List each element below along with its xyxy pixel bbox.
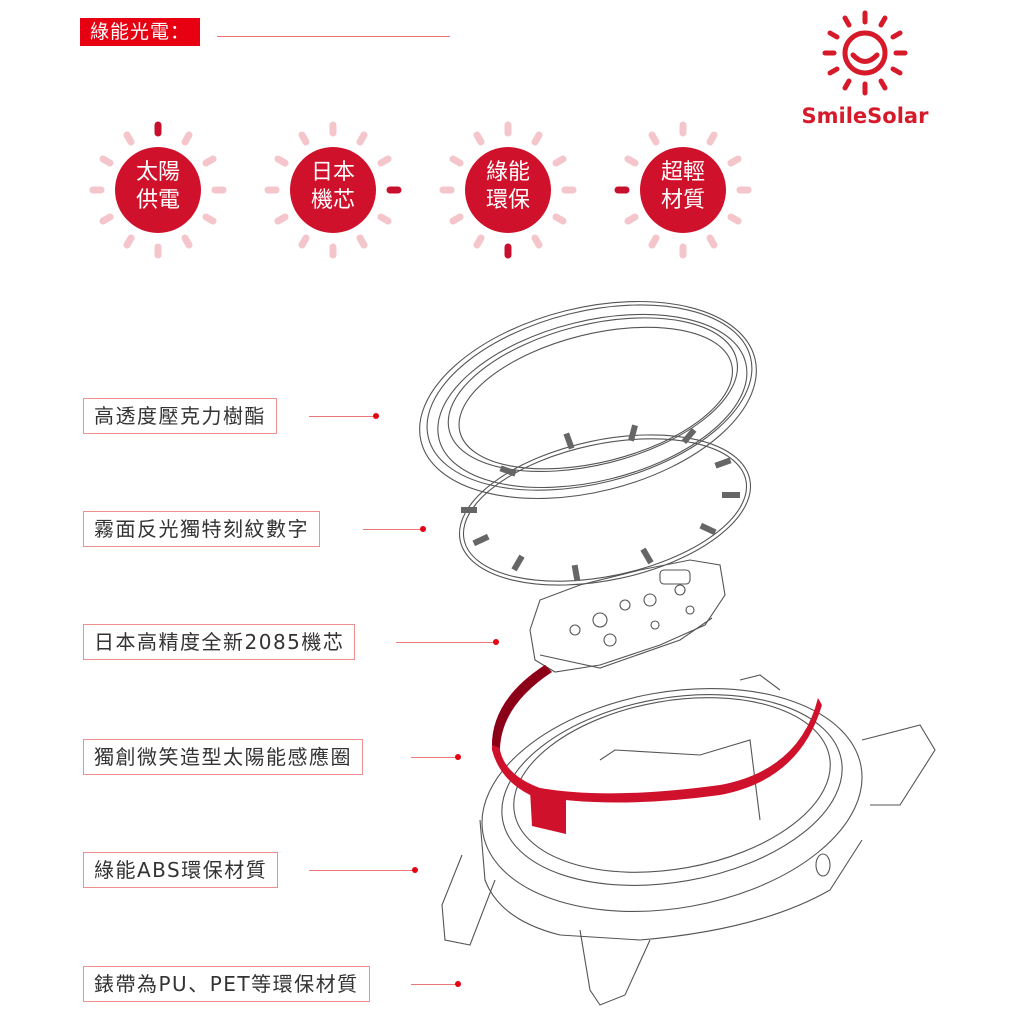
leader-line bbox=[411, 757, 458, 758]
leader-dot bbox=[412, 867, 418, 873]
badge-ultralight: 超輕 材質 bbox=[608, 115, 758, 265]
callout-dial: 霧面反光獨特刻紋數字 bbox=[83, 511, 320, 547]
sun-badge-icon bbox=[264, 121, 402, 259]
badge-label-line1: 綠能 bbox=[485, 160, 530, 185]
callout-case: 綠能ABS環保材質 bbox=[83, 852, 279, 888]
badge-label-line2: 機芯 bbox=[310, 188, 355, 213]
badge-green-eco: 綠能 環保 bbox=[433, 115, 583, 265]
leader-line bbox=[363, 529, 423, 530]
leader-line bbox=[396, 642, 496, 643]
sun-badge-icon bbox=[614, 121, 752, 259]
badge-solar-power: 太陽 供電 bbox=[83, 115, 233, 265]
badge-japan-movement: 日本 機芯 bbox=[258, 115, 408, 265]
badge-label-line2: 供電 bbox=[135, 188, 180, 213]
leader-line bbox=[309, 416, 376, 417]
movement-part bbox=[529, 559, 726, 673]
callout-strap: 錶帶為PU、PET等環保材質 bbox=[83, 966, 370, 1002]
badge-label-line2: 環保 bbox=[485, 188, 530, 213]
leader-dot bbox=[493, 639, 499, 645]
section-title: 綠能光電： bbox=[80, 18, 201, 46]
badge-label-line1: 太陽 bbox=[135, 160, 180, 185]
case-part bbox=[441, 674, 936, 1006]
leader-dot bbox=[455, 981, 461, 987]
sun-badge-icon bbox=[439, 121, 577, 259]
leader-dot bbox=[420, 526, 426, 532]
crystal-part bbox=[419, 300, 757, 500]
brand-logo: SmileSolar bbox=[790, 8, 940, 128]
callout-crystal: 高透度壓克力樹酯 bbox=[83, 398, 277, 434]
callout-solar-ring: 獨創微笑造型太陽能感應圈 bbox=[83, 739, 363, 775]
dial-indices bbox=[461, 424, 740, 582]
badge-label-line2: 材質 bbox=[660, 188, 705, 213]
badge-label-line1: 超輕 bbox=[660, 160, 705, 185]
section-divider bbox=[217, 36, 450, 37]
solar-ring-part bbox=[491, 665, 822, 834]
leader-dot bbox=[455, 754, 461, 760]
smiling-sun-icon bbox=[822, 10, 908, 96]
leader-line bbox=[411, 984, 458, 985]
sun-badge-icon bbox=[89, 121, 227, 259]
callout-movement: 日本高精度全新2085機芯 bbox=[83, 624, 356, 660]
dial-part bbox=[458, 434, 752, 586]
brand-name: SmileSolar bbox=[801, 104, 929, 128]
badge-label-line1: 日本 bbox=[310, 160, 355, 185]
leader-line bbox=[309, 870, 415, 871]
leader-dot bbox=[373, 413, 379, 419]
